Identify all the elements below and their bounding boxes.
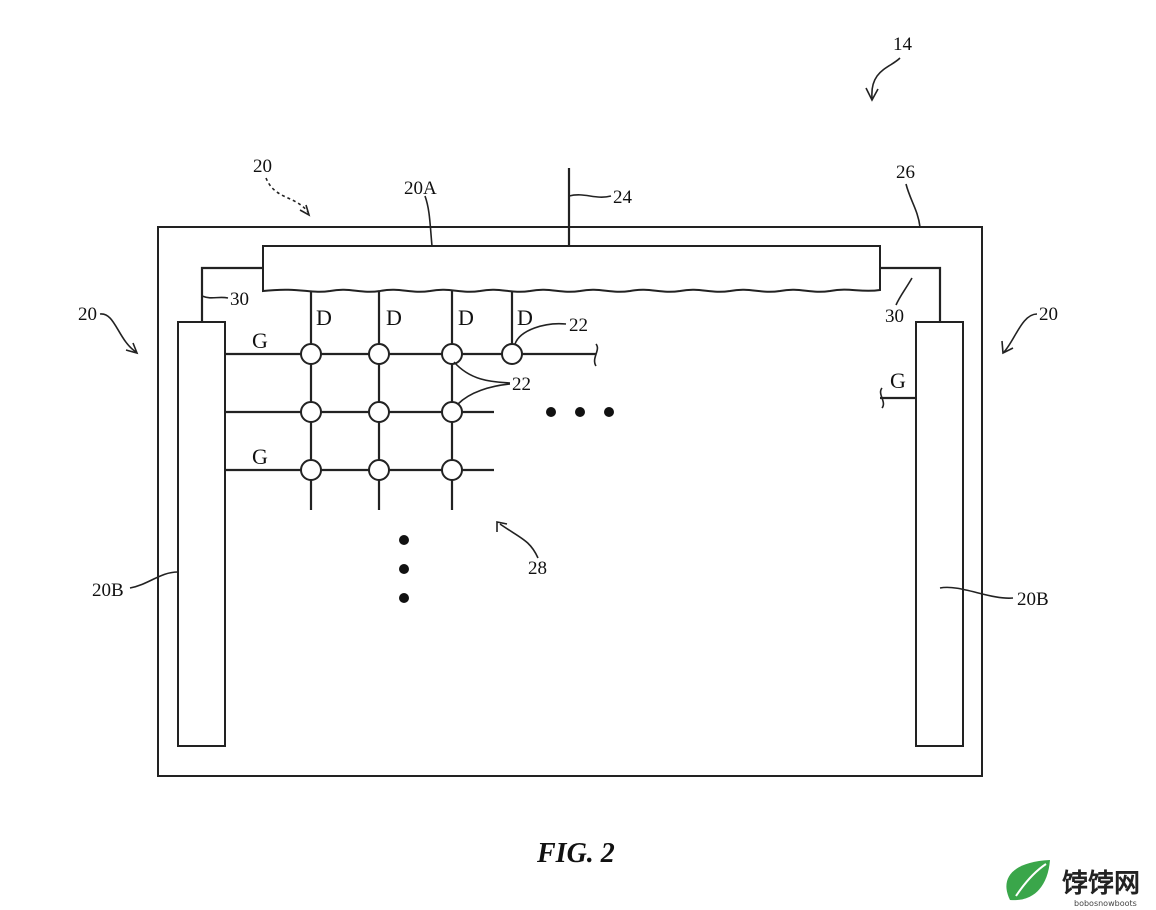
ellipsis-vertical: [399, 535, 409, 603]
pixel: [300, 401, 322, 423]
gate-line-label: G: [252, 444, 268, 469]
break-mark-right-gate: [879, 387, 885, 409]
data-line-label: D: [386, 305, 402, 330]
ref-22-single: 22: [569, 315, 588, 336]
signal-path-right-30: [880, 266, 942, 322]
ref-20-left: 20: [78, 304, 97, 325]
ref-20B-right: 20B: [1017, 589, 1049, 610]
gate-line-label: G: [252, 328, 268, 353]
ellipsis-horizontal: [546, 407, 614, 417]
ref-14: 14: [893, 34, 913, 55]
watermark: 饽饽网 bobosnowboots: [1006, 860, 1140, 908]
figure-caption: FIG. 2: [536, 838, 615, 869]
signal-path-left-30: [200, 266, 263, 322]
ref-20-right: 20: [1039, 304, 1058, 325]
ref-30-left: 30: [230, 289, 249, 310]
pixel: [300, 459, 322, 481]
ref-30-right: 30: [885, 306, 904, 327]
ref-20-top: 20: [253, 156, 272, 177]
display-substrate: [157, 226, 983, 777]
pixel: [300, 343, 322, 365]
gate-driver-left-20B: [177, 321, 226, 747]
leaders: [99, 57, 1038, 599]
watermark-brand: 饽饽网: [1062, 869, 1140, 899]
pixel: [368, 343, 390, 365]
pixel: [441, 343, 463, 365]
ref-22-pair: 22: [512, 374, 531, 395]
data-line-label: D: [316, 305, 332, 330]
ref-26: 26: [896, 162, 915, 183]
data-line-label: D: [458, 305, 474, 330]
break-mark-top: [593, 343, 599, 367]
pixel: [368, 401, 390, 423]
ref-24: 24: [613, 187, 633, 208]
data-driver-20A: [262, 245, 881, 293]
ref-20B-left: 20B: [92, 580, 124, 601]
pixel: [441, 401, 463, 423]
pixel-array: [300, 343, 523, 481]
gate-line-label-right: G: [890, 368, 906, 393]
gate-driver-right-20B: [915, 321, 964, 747]
pixel: [501, 343, 523, 365]
ref-28: 28: [528, 558, 547, 579]
watermark-sub: bobosnowboots: [1074, 899, 1137, 908]
ref-20A: 20A: [404, 178, 437, 199]
pixel: [441, 459, 463, 481]
pixel: [368, 459, 390, 481]
data-line-label: D: [517, 305, 533, 330]
